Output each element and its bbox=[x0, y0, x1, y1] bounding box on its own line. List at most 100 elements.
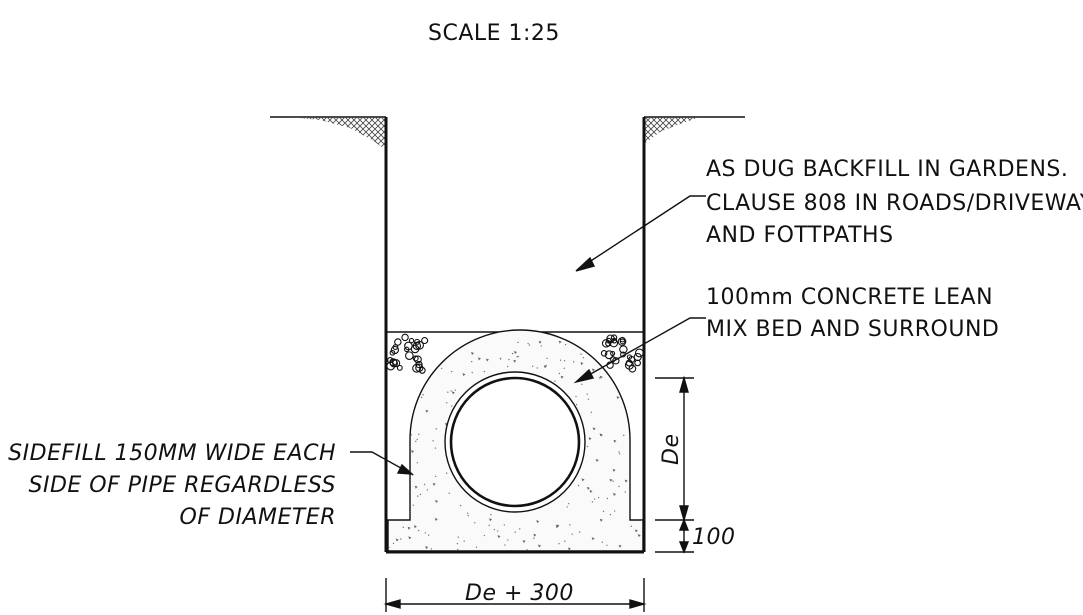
concrete-speck bbox=[563, 367, 565, 370]
concrete-aggregate bbox=[581, 478, 585, 482]
concrete-aggregate bbox=[609, 478, 613, 482]
concrete-aggregate bbox=[489, 518, 493, 522]
concrete-aggregate bbox=[414, 485, 418, 489]
concrete-speck bbox=[449, 350, 451, 352]
concrete-aggregate bbox=[407, 526, 411, 530]
concrete-speck bbox=[587, 398, 590, 400]
gravel-stone bbox=[600, 350, 608, 357]
concrete-speck bbox=[629, 339, 631, 342]
gravel-sidefill-right bbox=[600, 334, 644, 373]
concrete-speck bbox=[445, 472, 448, 474]
gravel-stone bbox=[401, 333, 409, 342]
concrete-speck bbox=[408, 343, 410, 346]
concrete-speck bbox=[434, 475, 437, 478]
pipe-height-dimension bbox=[655, 375, 694, 523]
concrete-speck bbox=[496, 530, 499, 532]
concrete-speck bbox=[602, 510, 605, 513]
gravel-sidefill-left bbox=[386, 333, 429, 374]
concrete-aggregate bbox=[451, 391, 455, 395]
bed-thickness-dimension bbox=[655, 518, 694, 554]
concrete-speck bbox=[528, 344, 531, 346]
concrete-aggregate bbox=[395, 453, 399, 457]
concrete-speck bbox=[527, 342, 529, 345]
concrete-aggregate bbox=[599, 433, 603, 437]
concrete-aggregate bbox=[411, 450, 415, 454]
concrete-speck bbox=[424, 532, 427, 534]
concrete-aggregate bbox=[400, 481, 404, 485]
concrete-aggregate bbox=[637, 534, 641, 538]
concrete-speck bbox=[467, 514, 469, 517]
concrete-aggregate bbox=[538, 544, 542, 548]
gravel-stone bbox=[412, 355, 419, 362]
concrete-aggregate bbox=[591, 368, 595, 372]
concrete-speck bbox=[402, 526, 404, 529]
concrete-speck bbox=[591, 501, 594, 503]
concrete-speck bbox=[399, 501, 401, 504]
concrete-aggregate bbox=[599, 518, 603, 522]
concrete-aggregate bbox=[422, 374, 426, 378]
concrete-speck bbox=[545, 364, 547, 367]
gravel-stone bbox=[404, 341, 413, 351]
concrete-aggregate bbox=[638, 396, 642, 400]
concrete-speck bbox=[493, 528, 496, 531]
concrete-speck bbox=[606, 497, 609, 500]
trench-width-dimension bbox=[383, 578, 647, 612]
concrete-aggregate bbox=[622, 360, 626, 364]
concrete-aggregate bbox=[533, 533, 537, 537]
concrete-speck bbox=[540, 345, 542, 347]
concrete-speck bbox=[416, 462, 419, 464]
concrete-speck bbox=[636, 417, 639, 419]
trench-walls bbox=[384, 117, 646, 554]
concrete-speck bbox=[456, 542, 459, 545]
concrete-speck bbox=[457, 548, 459, 551]
concrete-speck bbox=[434, 447, 437, 449]
concrete-speck bbox=[429, 339, 432, 342]
concrete-speck bbox=[408, 373, 411, 376]
concrete-speck bbox=[508, 358, 510, 361]
concrete-speck bbox=[450, 390, 452, 392]
concrete-speck bbox=[475, 546, 478, 548]
concrete-speck bbox=[506, 365, 509, 368]
concrete-speck bbox=[398, 506, 400, 508]
concrete-speck bbox=[630, 525, 632, 528]
concrete-speck bbox=[517, 341, 519, 344]
concrete-speck bbox=[391, 394, 394, 396]
concrete-aggregate bbox=[497, 535, 501, 539]
concrete-speck bbox=[628, 414, 630, 417]
concrete-speck bbox=[597, 496, 600, 499]
concrete-speck bbox=[388, 546, 390, 549]
concrete-speck bbox=[533, 537, 535, 539]
concrete-aggregate bbox=[485, 358, 489, 362]
concrete-speck bbox=[632, 389, 635, 391]
concrete-speck bbox=[432, 440, 434, 442]
gravel-stone bbox=[418, 366, 426, 374]
sidefill-leader-arrow bbox=[350, 451, 414, 475]
concrete-aggregate bbox=[567, 547, 571, 551]
bed-thickness-label: 100 bbox=[692, 525, 736, 550]
concrete-speck bbox=[418, 433, 420, 435]
concrete-speck bbox=[624, 491, 626, 493]
concrete-aggregate bbox=[408, 536, 412, 540]
concrete-speck bbox=[599, 377, 601, 379]
gravel-stone bbox=[414, 338, 421, 345]
concrete-aggregate bbox=[555, 525, 559, 529]
concrete-speck bbox=[394, 458, 397, 461]
backfill-note-line-3: AND FOTTPATHS bbox=[706, 223, 894, 248]
concrete-speck bbox=[566, 506, 568, 508]
concrete-aggregate bbox=[413, 525, 417, 529]
concrete-speck bbox=[577, 484, 580, 487]
gravel-stone bbox=[604, 350, 614, 360]
trench-width-label: De + 300 bbox=[465, 581, 574, 606]
concrete-note-line-1: 100mm CONCRETE LEAN bbox=[706, 285, 993, 310]
gravel-stone bbox=[390, 345, 400, 355]
concrete-aggregate bbox=[612, 468, 616, 472]
concrete-aggregate bbox=[432, 482, 436, 486]
concrete-aggregate bbox=[522, 539, 526, 543]
concrete-speck bbox=[446, 402, 448, 404]
gravel-stone bbox=[619, 338, 626, 345]
concrete-speck bbox=[427, 534, 430, 536]
backfill-note-line-2: CLAUSE 808 IN ROADS/DRIVEWAYS bbox=[706, 191, 1083, 216]
concrete-aggregate bbox=[513, 359, 517, 363]
concrete-speck bbox=[459, 339, 462, 341]
